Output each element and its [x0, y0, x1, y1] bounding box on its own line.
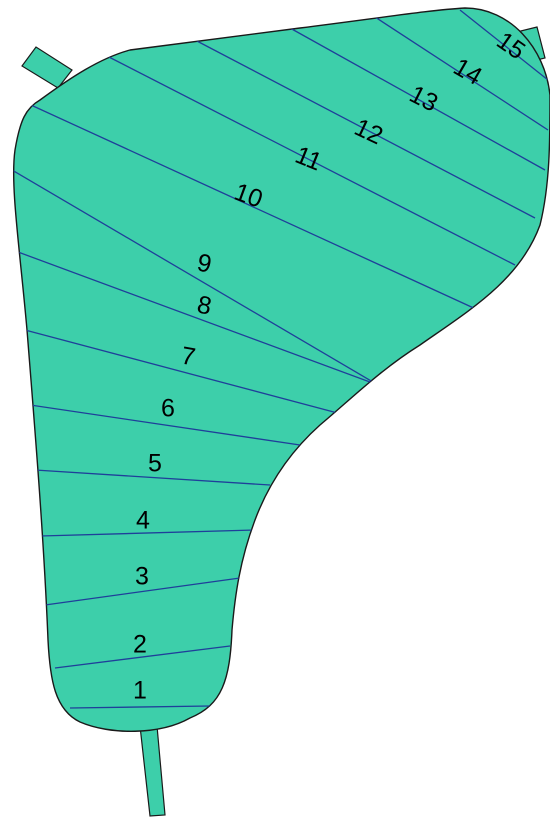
zone-label-6: 6	[161, 395, 175, 423]
basin-outline	[14, 8, 550, 731]
zone-label-2: 2	[133, 631, 147, 659]
zone-label-4: 4	[136, 507, 150, 535]
zone-label-3: 3	[135, 563, 149, 591]
inlet-stub-left	[22, 47, 72, 88]
outlet-pipe	[140, 726, 165, 816]
zone-label-1: 1	[133, 677, 147, 705]
zone-label-5: 5	[148, 450, 162, 478]
